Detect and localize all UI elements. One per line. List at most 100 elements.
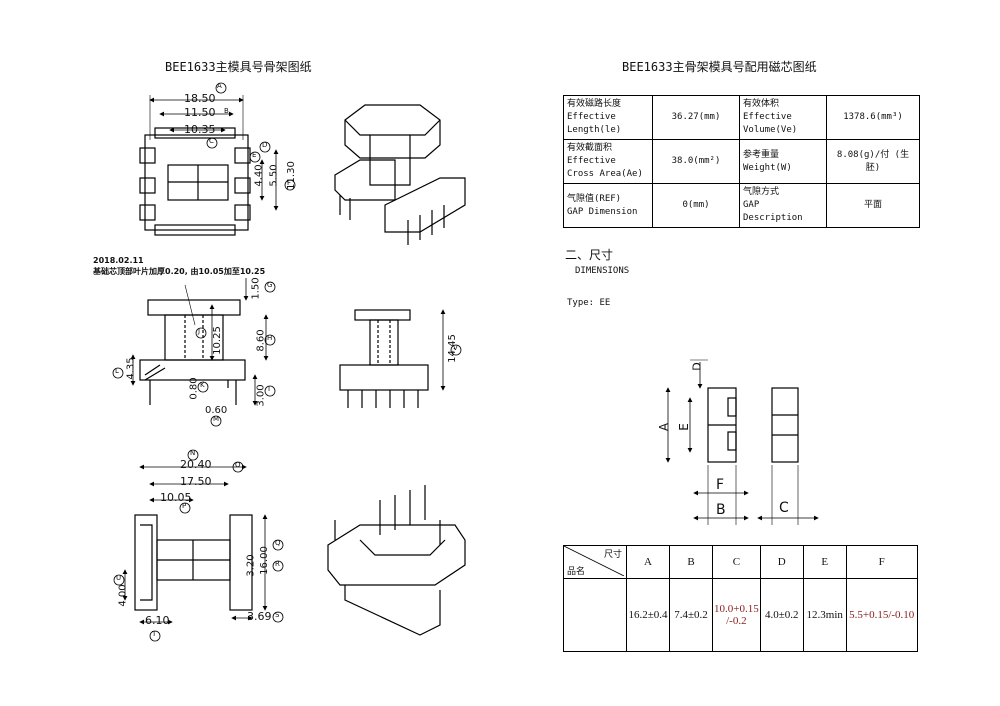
spec-value: 1378.6(mm³) [826, 95, 920, 140]
spec-label: 气隙值(REF) GAP Dimension [563, 183, 653, 228]
dims-header: E [802, 545, 847, 579]
callout-front-k: K [200, 381, 205, 389]
spec-label-en1: GAP Dimension [567, 206, 638, 217]
callout-bottom-p: P [182, 502, 187, 510]
spec-label-en2: Cross Area(Ae) [567, 169, 643, 179]
dims-row-label [563, 578, 627, 652]
right-drawing-title: BEE1633主骨架模具号配用磁芯图纸 [622, 60, 817, 74]
callout-bottom-q: Q [275, 539, 281, 547]
spec-label-cn: 参考重量 [743, 149, 780, 160]
spec-label: 有效体积 Effective Volume(Ve) [739, 95, 827, 140]
dim-front-m: 0.60 [205, 405, 228, 416]
dim-bottom-n: 20.40 [180, 458, 212, 471]
front-view-outline [139, 299, 246, 405]
spec-row: 有效磁路长度 Effective Length(le) 36.27(mm) 有效… [563, 95, 920, 140]
dimensions-section-title: 二、尺寸 [565, 248, 614, 262]
dims-value: 12.3min [802, 578, 847, 652]
spec-value: 36.27(mm) [652, 95, 740, 140]
dims-header: D [759, 545, 804, 579]
spec-label-cn: 气隙方式 [743, 187, 780, 197]
core-label-a: A [657, 422, 672, 432]
dims-header-row: 尺寸 品名 A B C D E F [563, 545, 918, 579]
callout-bottom-r: R [275, 560, 280, 568]
spec-value: 0(mm) [652, 183, 740, 228]
dims-value: 10.0+0.15 /-0.2 [712, 578, 761, 652]
callout-c: C [209, 137, 214, 145]
dims-corner-bottom: 品名 [567, 566, 586, 576]
core-label-d: D [690, 362, 704, 371]
revision-note: 基础芯顶部叶片加厚0.20, 由10.05加至10.25 [93, 267, 266, 276]
iso-view-bottom-outline [327, 485, 466, 636]
dim-bottom-o: 17.50 [180, 475, 212, 488]
dim-b: 11.50 [184, 106, 216, 119]
core-label-f: F [716, 477, 725, 493]
dims-value: 5.5+0.15/-0.10 [845, 578, 918, 652]
spec-label-cn: 有效截面积 [567, 143, 613, 153]
callout-bottom-u: U [116, 574, 122, 582]
dim-c: 10.35 [184, 123, 216, 136]
callout-bottom-t: T [152, 630, 157, 638]
dim-bottom-p: 10.05 [160, 491, 192, 504]
spec-label: 参考重量 Weight(W) [739, 139, 827, 184]
dim-front-j: 10.25 [211, 326, 223, 355]
dims-header: A [626, 545, 670, 579]
core-spec-table: 有效磁路长度 Effective Length(le) 36.27(mm) 有效… [563, 95, 920, 228]
diagonal-divider [564, 546, 624, 576]
core-label-e: E [676, 423, 691, 431]
dims-header: F [845, 545, 918, 579]
spec-label-en1: GAP Description [743, 200, 803, 223]
dim-g: 11.30 [285, 161, 297, 190]
callout-side-v: V [453, 344, 458, 352]
spec-value: 38.0(mm²) [652, 139, 740, 184]
dim-e: 4.40 [253, 164, 265, 187]
callout-e: E [252, 151, 257, 159]
dims-value: 7.4±0.2 [669, 578, 713, 652]
dim-a: 18.50 [184, 92, 216, 105]
dim-bottom-s: 3.69 [247, 610, 272, 623]
dims-header: C [712, 545, 761, 579]
spec-label-en2: Length(le) [567, 125, 622, 135]
dims-value-row: 16.2±0.4 7.4±0.2 10.0+0.15 /-0.2 4.0±0.2… [563, 578, 918, 652]
dims-corner-cell: 尺寸 品名 [563, 545, 627, 579]
dim-front-k: 0.80 [188, 377, 200, 400]
dimensions-subtitle: DIMENSIONS [575, 266, 630, 276]
callout-front-m: M [213, 415, 220, 423]
spec-label-en1: Effective [567, 156, 616, 166]
spec-label-cn: 有效磁路长度 [567, 99, 622, 109]
callout-front-i: I [268, 385, 271, 393]
spec-value: 平面 [826, 183, 920, 228]
ee-core-side-outline [771, 387, 799, 463]
dims-value: 4.0±0.2 [759, 578, 804, 652]
spec-label-cn: 有效体积 [743, 99, 780, 109]
callout-front-l: L [115, 367, 119, 375]
dim-front-i: 3.00 [255, 384, 267, 407]
callout-front-j: J [198, 327, 201, 335]
spec-label: 气隙方式 GAP Description [739, 183, 827, 228]
spec-row: 气隙值(REF) GAP Dimension 0(mm) 气隙方式 GAP De… [563, 183, 920, 228]
dim-bottom-q: 16.00 [258, 546, 270, 575]
top-view-outline [139, 127, 251, 236]
spec-label-en2: Volume(Ve) [743, 125, 798, 135]
core-label-c: C [779, 500, 789, 516]
dim-bottom-u: 4.00 [117, 584, 129, 607]
side-view-outline [339, 309, 429, 408]
spec-label-cn: 气隙值(REF) [567, 193, 622, 204]
dims-corner-top: 尺寸 [603, 549, 622, 559]
core-type-label: Type: EE [567, 298, 611, 308]
dim-bottom-r: 3.20 [245, 554, 257, 577]
spec-row: 有效截面积 Effective Cross Area(Ae) 38.0(mm²)… [563, 139, 920, 184]
dim-f: 5.50 [268, 164, 280, 187]
dim-front-h: 8.60 [255, 329, 267, 352]
left-drawing-title: BEE1633主模具号骨架图纸 [165, 60, 312, 74]
dim-front-l: 4.35 [125, 357, 137, 380]
callout-front-g: G [267, 281, 273, 289]
spec-label-en1: Weight(W) [743, 162, 792, 173]
callout-front-h: H [267, 334, 273, 342]
callout-bottom-o: O [235, 461, 241, 469]
callout-a: A [217, 82, 222, 90]
callout-f: F [287, 179, 292, 187]
dim-bottom-t: 6.10 [145, 614, 170, 627]
spec-label: 有效磁路长度 Effective Length(le) [563, 95, 653, 140]
ee-core-front-outline [707, 387, 737, 463]
